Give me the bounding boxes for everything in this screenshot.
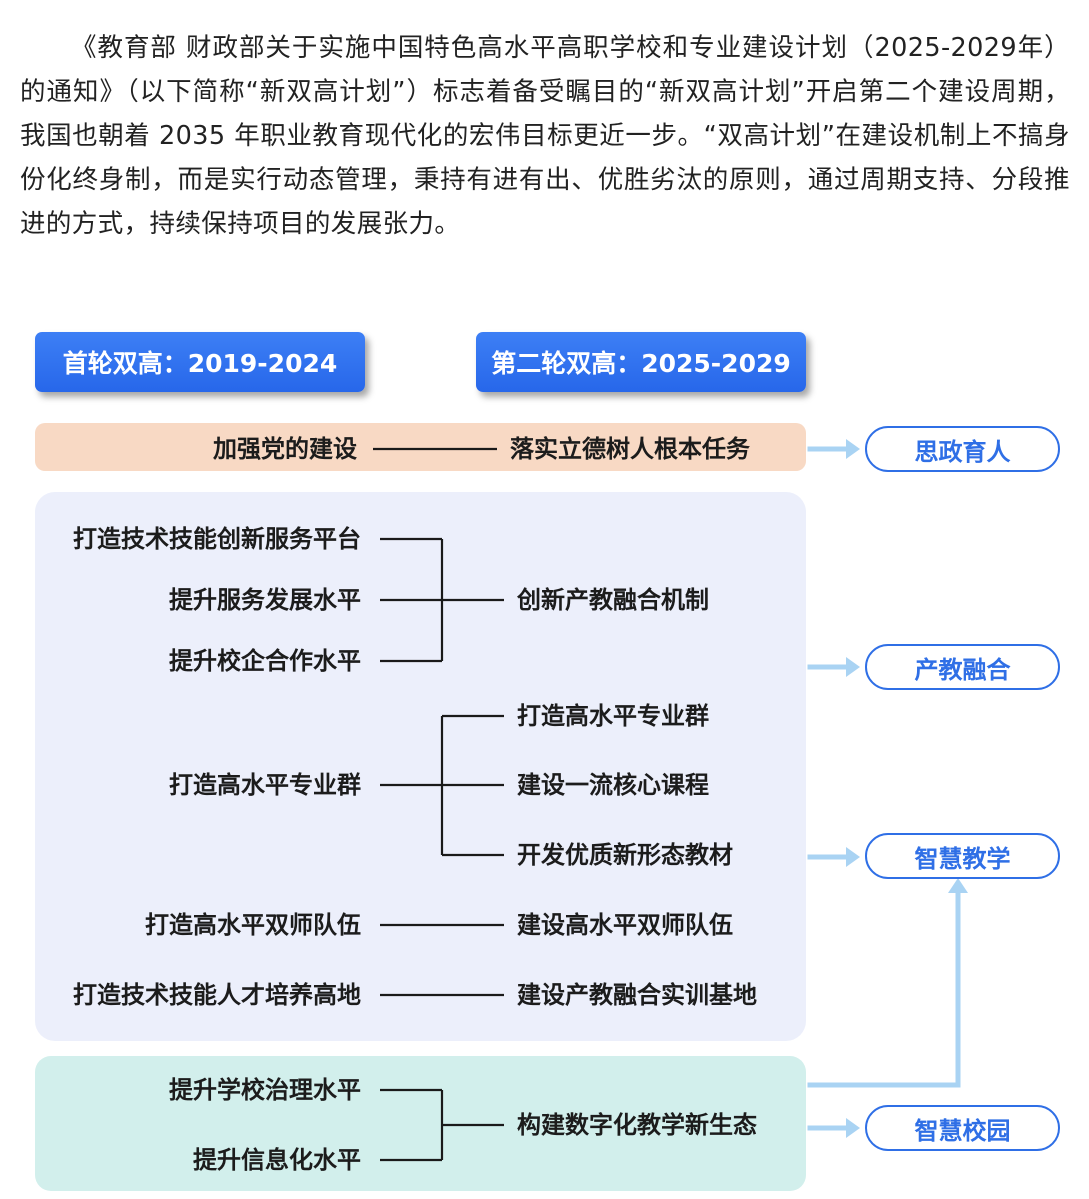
party-building-band bbox=[35, 423, 806, 471]
specialty-left-item: 打造高水平专业群 bbox=[169, 771, 361, 799]
arrow-campus-to-teaching bbox=[807, 889, 961, 1088]
main-construction-band bbox=[35, 492, 806, 1041]
digital-left-item: 提升信息化水平 bbox=[193, 1146, 361, 1174]
outcome-industry-pill: 产教融合 bbox=[865, 644, 1060, 690]
talent-left-label: 打造技术技能人才培养高地 bbox=[73, 981, 361, 1009]
teacher-right-label: 建设高水平双师队伍 bbox=[517, 911, 733, 939]
party-left-label: 加强党的建设 bbox=[213, 435, 357, 463]
article-paragraph: 《教育部 财政部关于实施中国特色高水平高职学校和专业建设计划（2025-2029… bbox=[20, 33, 1070, 239]
digital-right-item: 构建数字化教学新生态 bbox=[517, 1111, 757, 1139]
digital-band bbox=[35, 1056, 806, 1191]
industry-left-item: 提升服务发展水平 bbox=[169, 586, 361, 614]
specialty-right-item: 建设一流核心课程 bbox=[517, 771, 709, 799]
digital-left-item: 提升学校治理水平 bbox=[169, 1076, 361, 1104]
first-round-header: 首轮双高：2019-2024 bbox=[35, 332, 365, 392]
teacher-left-label: 打造高水平双师队伍 bbox=[145, 911, 361, 939]
outcome-teaching-pill: 智慧教学 bbox=[865, 833, 1060, 879]
talent-right-label: 建设产教融合实训基地 bbox=[517, 981, 757, 1009]
industry-left-item: 打造技术技能创新服务平台 bbox=[73, 525, 361, 553]
second-round-header: 第二轮双高：2025-2029 bbox=[476, 332, 806, 392]
industry-right-item: 创新产教融合机制 bbox=[517, 586, 709, 614]
outcome-campus-pill: 智慧校园 bbox=[865, 1105, 1060, 1151]
specialty-right-item: 开发优质新形态教材 bbox=[517, 841, 733, 869]
outcome-ideology-pill: 思政育人 bbox=[865, 426, 1060, 472]
specialty-right-item: 打造高水平专业群 bbox=[517, 702, 709, 730]
party-right-label: 落实立德树人根本任务 bbox=[510, 435, 750, 463]
industry-left-item: 提升校企合作水平 bbox=[169, 647, 361, 675]
